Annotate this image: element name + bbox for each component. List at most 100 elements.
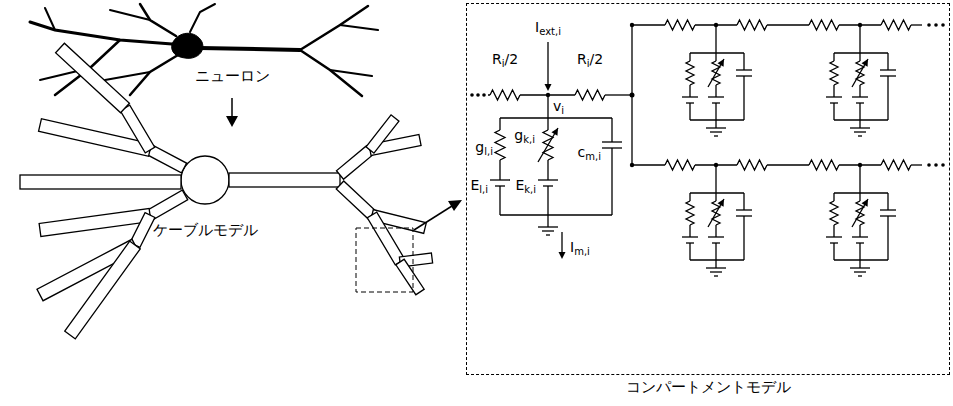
dendrite [190, 4, 215, 32]
wire [859, 165, 860, 193]
junction-dot [630, 23, 634, 27]
region-heading: コンパートメントモデル [467, 378, 949, 397]
symbol-subscript: k,i [524, 184, 536, 195]
wire [632, 164, 665, 165]
symbol-main: R [577, 51, 587, 67]
ground-symbol [714, 135, 718, 136]
cable-segment [20, 175, 181, 189]
variable-arrow [708, 59, 724, 87]
wire [611, 148, 612, 215]
wire [859, 193, 860, 201]
cable-segment [147, 190, 187, 220]
battery-plate [708, 236, 724, 237]
ground-symbol [538, 226, 558, 227]
resistor-symbol [686, 61, 694, 85]
wire [690, 259, 744, 260]
junction-dot [470, 93, 474, 97]
cable-segment [366, 115, 399, 153]
wire [715, 103, 716, 120]
symbol-subscript: l,i [479, 184, 488, 195]
cable-segment [229, 173, 340, 187]
arrow-head [226, 116, 238, 127]
cable-segment [65, 241, 141, 339]
symbol-suffix: /2 [504, 51, 518, 67]
symbol-subscript: ext,i [539, 26, 561, 37]
junction-dot [482, 93, 486, 97]
wire [690, 192, 744, 193]
ground-symbol [710, 271, 722, 272]
capacitor-plate [880, 69, 896, 70]
arrow-head [448, 200, 462, 211]
battery-plate [826, 236, 842, 237]
symbol-main: g [475, 139, 484, 155]
ground-symbol [710, 131, 722, 132]
voltage-label: vi [553, 99, 564, 116]
zoom-box [356, 228, 413, 292]
wire [605, 94, 632, 95]
variable-arrow [852, 59, 868, 87]
wire [689, 243, 690, 260]
wire [690, 52, 744, 53]
ground-symbol [714, 275, 718, 276]
wire [715, 165, 716, 193]
resistor-symbol [809, 160, 839, 170]
conductance-label: gk,i [514, 128, 535, 145]
wire [689, 103, 690, 120]
wire [689, 85, 690, 97]
capacitor-plate [880, 209, 896, 210]
resistor-symbol [686, 201, 694, 225]
ground-symbol [542, 230, 554, 231]
conductance-label: gl,i [475, 140, 493, 157]
wire [887, 216, 888, 260]
resistor-symbol [737, 160, 767, 170]
wire [547, 160, 548, 180]
axon-branch [330, 70, 372, 76]
symbol-main: I [570, 239, 574, 255]
wire [887, 193, 888, 210]
junction-dot [934, 163, 938, 167]
junction-dot [476, 93, 480, 97]
neuron-drawing [30, 4, 378, 96]
wire [632, 24, 665, 25]
variable-arrow-head [861, 59, 868, 67]
wire [500, 214, 612, 215]
cable-segment [336, 181, 376, 219]
wire [715, 120, 716, 128]
wire [715, 53, 716, 61]
symbol-subscript: m,i [585, 151, 601, 162]
potential-label: El,i [470, 178, 488, 195]
current-label: Iext,i [535, 20, 561, 37]
current-arrow-head [559, 252, 566, 259]
wire [767, 164, 809, 165]
symbol-main: E [470, 177, 479, 193]
wire [715, 243, 716, 260]
wire [547, 215, 548, 227]
resistor-symbol [575, 90, 605, 100]
ground-symbol [858, 275, 862, 276]
wire [833, 243, 834, 260]
wire [547, 95, 548, 118]
resistor-symbol [830, 201, 838, 225]
variable-arrow-head [551, 128, 558, 136]
cable-segment [336, 146, 373, 179]
capacitor-plate [602, 141, 622, 142]
symbol-suffix: /2 [589, 51, 603, 67]
axon-branch [340, 25, 378, 30]
junction-dot [934, 23, 938, 27]
wire [859, 225, 860, 237]
wire [715, 25, 716, 53]
symbol-subscript: m,i [574, 246, 590, 257]
symbol-subscript: k,i [523, 134, 535, 145]
cable-segment [39, 209, 151, 237]
arrow-line [231, 98, 233, 118]
resistor-symbol [881, 20, 911, 30]
variable-arrow-head [861, 199, 868, 207]
circuit [470, 20, 945, 276]
cable-segment [56, 43, 130, 113]
wire [833, 85, 834, 97]
dendrite [30, 22, 172, 44]
neuron-label: ニューロン [195, 68, 270, 85]
variable-arrow [538, 128, 558, 162]
dendrite [45, 8, 55, 30]
